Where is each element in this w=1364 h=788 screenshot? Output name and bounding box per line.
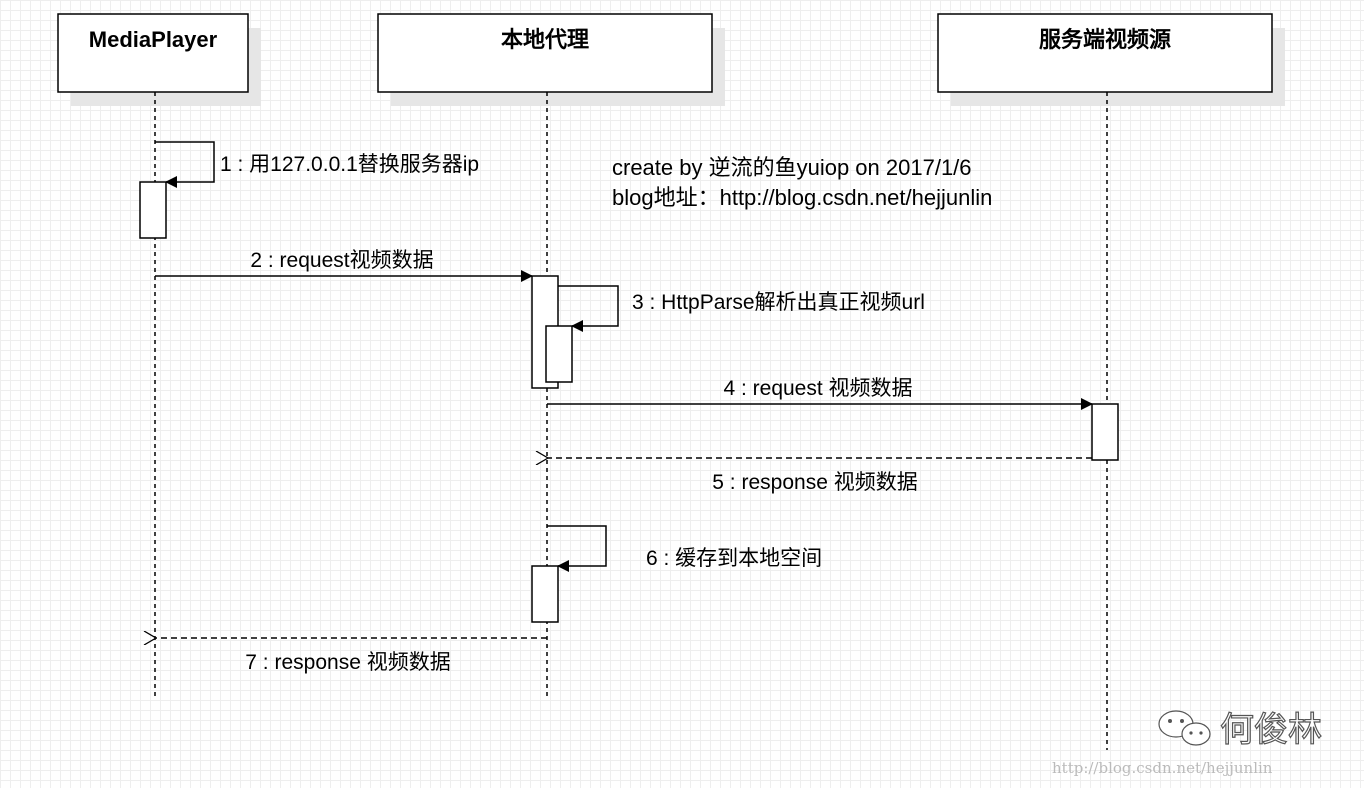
- activation-bar: [545, 325, 573, 383]
- activation-bar: [1091, 403, 1119, 461]
- message-1: 1 : 用127.0.0.1替换服务器ip: [155, 141, 479, 188]
- message-label: 1 : 用127.0.0.1替换服务器ip: [220, 153, 479, 176]
- message-6: 6 : 缓存到本地空间: [547, 525, 822, 572]
- participant-mediaplayer: MediaPlayer: [57, 13, 261, 106]
- message-5: 5 : response 视频数据: [548, 458, 1092, 494]
- watermark-name: 何俊林: [1220, 711, 1322, 749]
- participant-label: 服务端视频源: [1039, 27, 1171, 52]
- note-line-1: create by 逆流的鱼yuiop on 2017/1/6: [612, 155, 972, 180]
- participant-label: MediaPlayer: [89, 27, 218, 52]
- message-label: 2 : request视频数据: [250, 249, 433, 272]
- message-label: 4 : request 视频数据: [723, 377, 912, 400]
- message-2: 2 : request视频数据: [155, 249, 533, 282]
- author-note: create by 逆流的鱼yuiop on 2017/1/6 blog地址：h…: [612, 155, 992, 210]
- message-label: 3 : HttpParse解析出真正视频url: [632, 291, 925, 314]
- participant-local-proxy: 本地代理: [377, 13, 725, 106]
- wechat-icon: [1158, 710, 1211, 746]
- watermark-url: http://blog.csdn.net/hejjunlin: [1052, 759, 1273, 777]
- message-4: 4 : request 视频数据: [547, 377, 1093, 410]
- activation-bar: [139, 181, 167, 239]
- participant-server-video-source: 服务端视频源: [937, 13, 1285, 106]
- message-label: 6 : 缓存到本地空间: [646, 547, 822, 570]
- participant-label: 本地代理: [501, 27, 589, 52]
- watermark: 何俊林 http://blog.csdn.net/hejjunlin: [1052, 710, 1323, 777]
- message-label: 7 : response 视频数据: [245, 651, 450, 674]
- activation-bar: [531, 565, 559, 623]
- message-label: 5 : response 视频数据: [712, 471, 917, 494]
- message-3: 3 : HttpParse解析出真正视频url: [558, 285, 925, 332]
- note-line-2: blog地址：http://blog.csdn.net/hejjunlin: [612, 185, 992, 210]
- message-7: 7 : response 视频数据: [156, 638, 547, 674]
